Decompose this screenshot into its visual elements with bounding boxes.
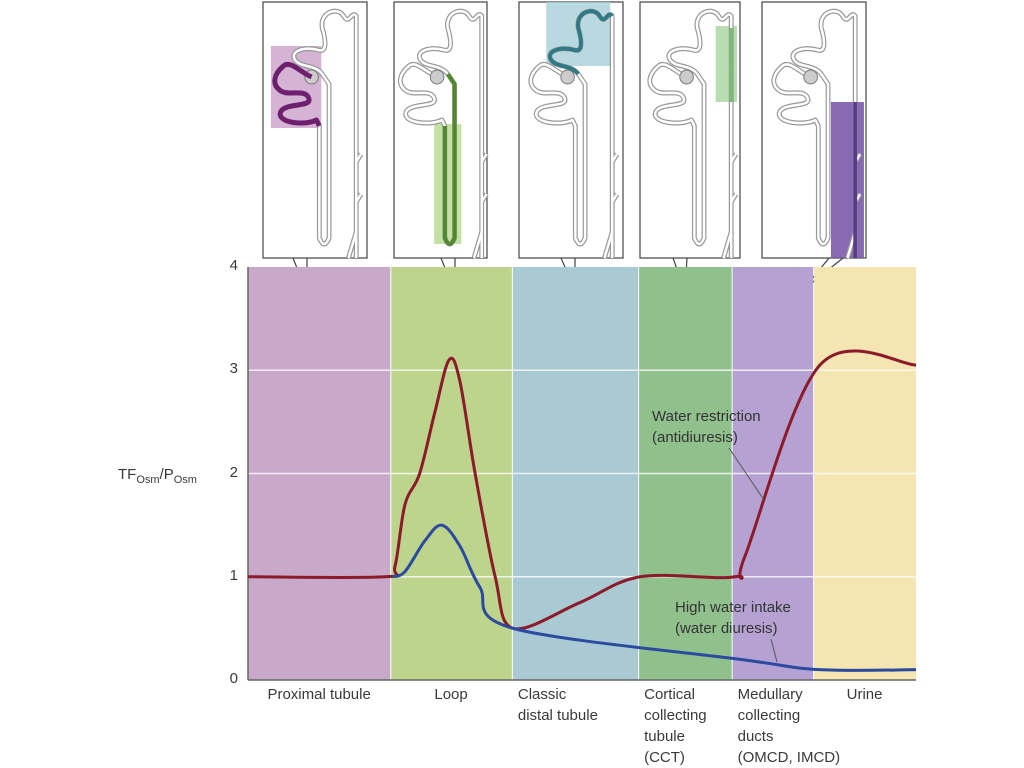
series-line-high-water-intake-water-diuresis <box>391 523 917 672</box>
highlight-region <box>715 26 738 102</box>
segment-label-line: (OMCD, IMCD) <box>737 749 841 766</box>
nephron-drawing <box>531 2 617 258</box>
annotation-line: High water intake <box>675 599 791 616</box>
series-label-water-restriction-antidiuresis: Water restriction (antidiuresis) <box>652 406 761 448</box>
y-tick-label: 0 <box>229 670 238 687</box>
y-tick-label: 4 <box>229 257 238 274</box>
nephron-panel-classic-distal-tubule <box>518 1 624 291</box>
x-segment-label-loop: Loop <box>390 684 512 705</box>
annotation-leader-line <box>770 638 778 663</box>
series-line-water-restriction-antidiuresis <box>247 349 917 631</box>
segment-label-line: Medullary <box>737 686 803 703</box>
nephron-drawing <box>774 11 864 258</box>
y-tick-label: 2 <box>229 463 238 481</box>
segment-label-line: Classic <box>517 686 567 703</box>
nephron-panel-cortical-collecting-tubule-cct <box>639 1 741 293</box>
y-label-p: /P <box>159 466 174 483</box>
y-label-sub1: Osm <box>136 474 160 486</box>
x-segment-label-proximal-tubule: Proximal tubule <box>248 684 390 705</box>
panel-frame <box>262 1 368 259</box>
nephron-drawing <box>270 11 361 258</box>
segment-label-line: ducts <box>737 728 774 745</box>
segment-label-line: collecting <box>644 707 707 724</box>
highlight-region <box>434 124 462 244</box>
highlighted-segment <box>442 72 457 246</box>
series-label-high-water-intake-water-diuresis: High water intake (water diuresis) <box>675 597 791 639</box>
x-segment-label-medullary-collecting-ducts-omcd-imcd: Medullary collecting ducts (OMCD, IMCD) <box>737 684 841 768</box>
x-segment-label-cortical-collecting-tubule-cct: Cortical collecting tubule (CCT) <box>644 684 748 768</box>
segment-label-line: Proximal tubule <box>267 686 371 703</box>
nephron-panel-proximal-tubule <box>262 1 368 294</box>
y-tick-label: 3 <box>229 360 238 378</box>
highlighted-segment <box>272 61 322 128</box>
segment-label-line: Urine <box>846 686 883 703</box>
highlighted-segment <box>547 9 614 76</box>
nephron-drawing <box>400 11 486 258</box>
nephron-panel-medullary-collecting-ducts-omcd-imcd <box>761 1 867 291</box>
x-segment-label-classic-distal-tubule: Classic distal tubule <box>518 684 654 726</box>
nephron-drawing <box>650 11 737 258</box>
highlight-region <box>830 102 864 258</box>
annotation-line: (antidiuresis) <box>652 429 738 446</box>
segment-label-line: tubule <box>644 728 685 745</box>
y-label-tf: TF <box>118 466 137 483</box>
y-axis-label: TFOsm/POsm <box>118 466 197 486</box>
segment-label-line: collecting <box>737 707 801 724</box>
segment-label-line: distal tubule <box>517 707 598 724</box>
nephron-panel-loop <box>393 1 487 294</box>
segment-label-line: Loop <box>434 686 468 703</box>
x-segment-label-urine: Urine <box>813 684 916 705</box>
y-label-sub2: Osm <box>173 474 197 486</box>
annotation-line: (water diuresis) <box>675 620 778 637</box>
segment-label-line: Cortical <box>644 686 695 703</box>
annotation-line: Water restriction <box>652 408 761 425</box>
segment-label-line: (CCT) <box>644 749 685 766</box>
y-tick-label: 1 <box>229 566 238 584</box>
annotation-leader-line <box>728 447 765 501</box>
